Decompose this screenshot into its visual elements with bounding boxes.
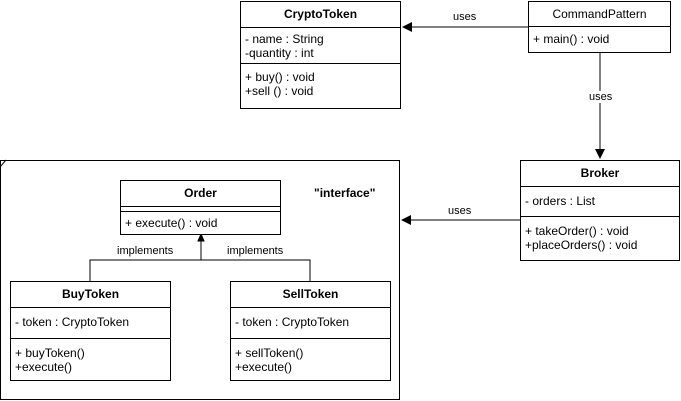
implements-arrowhead (197, 232, 205, 242)
uses-label-broker-interface: uses (448, 205, 472, 217)
class-sell-token[interactable]: SellToken - token : CryptoToken + sellTo… (230, 281, 391, 381)
class-buy-token-attributes: - token : CryptoToken (11, 308, 170, 339)
frame-corner-tick (0, 159, 7, 168)
method: + sellToken() (235, 346, 304, 360)
class-buy-token-methods: + buyToken() +execute() (11, 339, 170, 380)
class-crypto-token-name: CryptoToken (241, 2, 400, 28)
method: +execute() (15, 360, 73, 374)
attribute: - token : CryptoToken (15, 315, 130, 329)
method: + main() : void (533, 32, 610, 46)
class-order-attributes (121, 207, 280, 212)
class-broker-methods: + takeOrder() : void +placeOrders() : vo… (521, 217, 679, 260)
class-crypto-token-attributes: - name : String -quantity : int (241, 28, 400, 64)
class-crypto-token[interactable]: CryptoToken - name : String -quantity : … (240, 1, 401, 109)
class-buy-token[interactable]: BuyToken - token : CryptoToken + buyToke… (10, 281, 171, 381)
class-sell-token-name: SellToken (231, 282, 390, 308)
method: +sell () : void (245, 84, 314, 98)
implements-label-selltoken: implements (227, 245, 284, 257)
method: + takeOrder() : void (525, 224, 629, 238)
class-order-name: Order (121, 181, 280, 207)
class-broker-attributes: - orders : List (521, 187, 679, 217)
class-broker-name: Broker (521, 161, 679, 187)
interface-frame (0, 160, 400, 400)
implements-line-buytoken (89, 259, 201, 281)
implements-label-buytoken: implements (117, 245, 174, 257)
class-command-pattern[interactable]: CommandPattern + main() : void (528, 1, 671, 53)
attribute: -quantity : int (245, 46, 314, 60)
method: + buyToken() (15, 346, 85, 360)
class-order-methods: + execute() : void (121, 212, 280, 234)
class-order[interactable]: Order + execute() : void (120, 180, 281, 235)
class-buy-token-name: BuyToken (11, 282, 170, 308)
method: + buy() : void (245, 70, 315, 84)
attribute: - name : String (245, 32, 324, 46)
class-broker[interactable]: Broker - orders : List + takeOrder() : v… (520, 160, 680, 261)
uses-label-command-broker: uses (589, 91, 613, 103)
uses-label-command-crypto: uses (453, 11, 477, 23)
class-command-pattern-methods: + main() : void (529, 27, 670, 52)
class-sell-token-methods: + sellToken() +execute() (231, 339, 390, 380)
attribute: - token : CryptoToken (235, 315, 350, 329)
class-crypto-token-methods: + buy() : void +sell () : void (241, 64, 400, 108)
interface-stereotype: "interface" (314, 186, 376, 200)
attribute: - orders : List (525, 194, 596, 208)
method: + execute() : void (125, 216, 218, 230)
class-command-pattern-name: CommandPattern (529, 2, 670, 27)
implements-line-selltoken (201, 259, 311, 281)
method: +execute() (235, 360, 293, 374)
class-sell-token-attributes: - token : CryptoToken (231, 308, 390, 339)
method: +placeOrders() : void (525, 238, 638, 252)
